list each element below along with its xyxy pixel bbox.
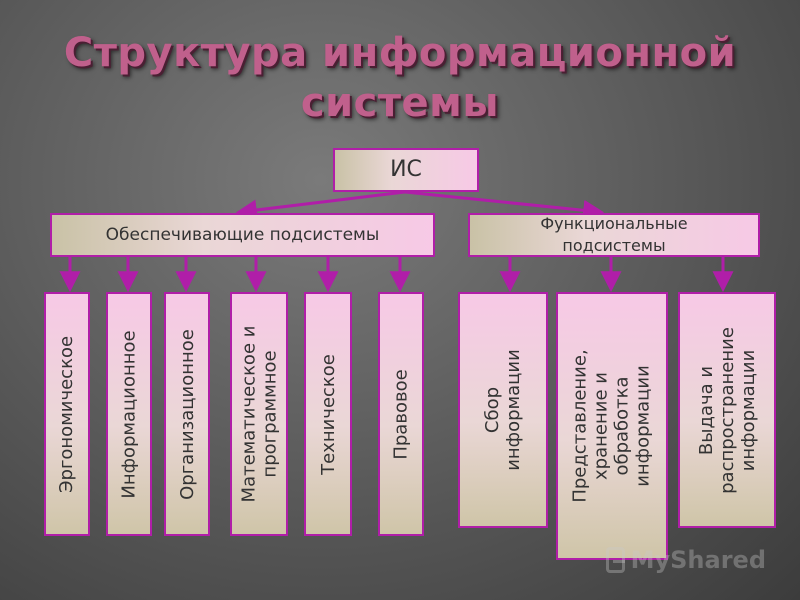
presentation-board-icon [606,547,625,573]
right-group-header: Функциональные подсистемы [468,213,760,257]
slide-title: Структура информационной системы [60,28,740,128]
subsystem-ergonomic: Эргономическое [44,292,90,536]
subsystem-label: Эргономическое [56,335,78,493]
subsystem-processing: Представление, хранение и обработка инфо… [556,292,668,560]
subsystem-label: Математическое и программное [238,325,280,503]
right-group-label-line2: подсистемы [562,236,666,255]
arrow-root-to-right [404,190,605,221]
subsystem-legal: Правовое [378,292,424,536]
subsystem-distribution: Выдача и распространение информации [678,292,776,528]
subsystem-label: Сбор информации [482,349,524,471]
subsystem-informational: Информационное [106,292,152,536]
subsystem-label: Выдача и распространение информации [695,326,759,494]
arrow-root-to-left [235,190,406,221]
title-line-1: Структура информационной [63,30,737,76]
subsystem-label: Техническое [317,353,339,475]
title-line-2: системы [300,80,500,126]
subsystem-label: Организационное [176,328,198,500]
subsystem-label: Правовое [390,368,412,460]
left-group-label: Обеспечивающие подсистемы [105,225,380,245]
subsystem-organizational: Организационное [164,292,210,536]
root-label: ИС [390,157,422,182]
subsystem-collection: Сбор информации [458,292,548,528]
watermark: MyShared [606,540,766,580]
subsystem-label: Представление, хранение и обработка инфо… [570,349,654,503]
right-group-label-line1: Функциональные [540,214,688,233]
root-node: ИС [333,148,479,192]
left-group-header: Обеспечивающие подсистемы [50,213,435,257]
watermark-text: MyShared [630,546,766,574]
subsystem-label: Информационное [118,329,140,499]
subsystem-math-software: Математическое и программное [230,292,288,536]
subsystem-technical: Техническое [304,292,352,536]
